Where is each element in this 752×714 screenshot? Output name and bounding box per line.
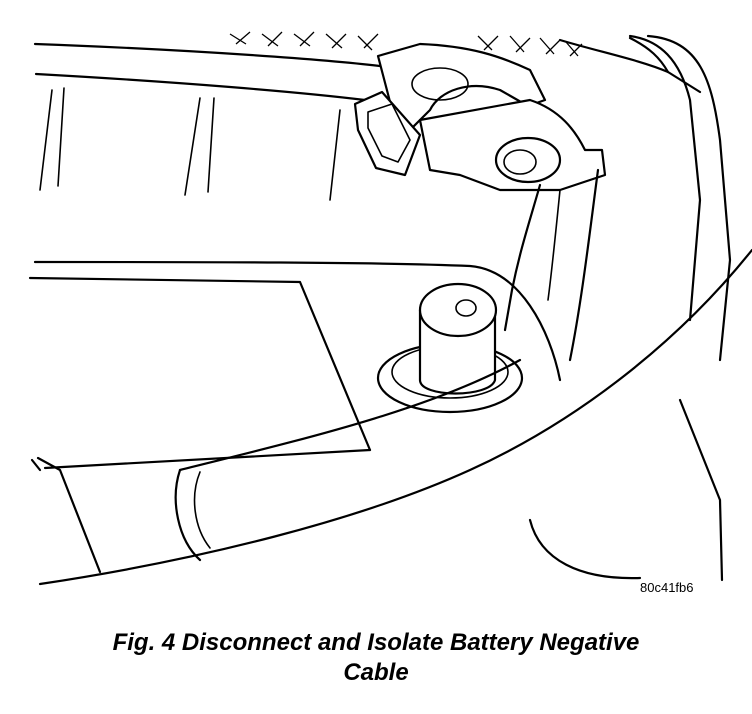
upper-shroud xyxy=(33,31,732,362)
negative-cable xyxy=(503,168,600,362)
caption-line-1: Fig. 4 Disconnect and Isolate Battery Ne… xyxy=(112,629,640,656)
cable-clamp xyxy=(353,42,607,192)
figure-caption: Fig. 4 Disconnect and Isolate Battery Ne… xyxy=(0,628,752,688)
illustration-drawing xyxy=(28,31,752,586)
battery-body xyxy=(28,260,562,574)
caption-line-2: Cable xyxy=(343,659,409,686)
figure-code: 80c41fb6 xyxy=(640,580,694,595)
cable-sweep xyxy=(30,248,752,586)
battery-terminal-post xyxy=(376,282,524,414)
